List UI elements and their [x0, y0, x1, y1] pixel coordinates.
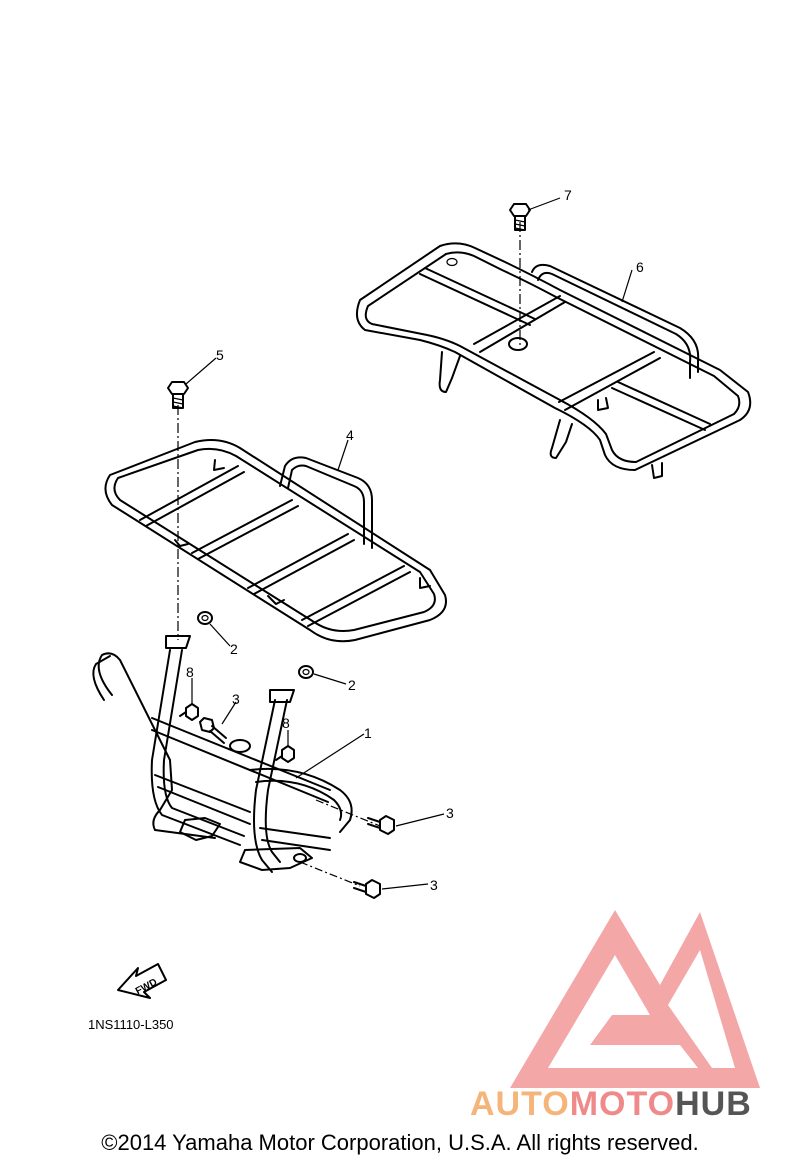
callout-1: 1 — [364, 725, 372, 741]
grommet-2a — [197, 611, 213, 625]
bolt-7 — [509, 203, 531, 231]
callout-3b: 3 — [446, 805, 454, 821]
bolt-8a — [179, 703, 199, 721]
front-carrier — [104, 405, 447, 643]
bolt-3c — [353, 879, 381, 899]
callout-2b: 2 — [348, 677, 356, 693]
callout-7: 7 — [564, 187, 572, 203]
callout-6: 6 — [636, 259, 644, 275]
callout-3c: 3 — [430, 877, 438, 893]
rear-carrier — [355, 222, 752, 479]
callout-3a: 3 — [232, 691, 240, 707]
diagram-code: 1NS1110-L350 — [88, 1017, 174, 1032]
front-guard — [92, 635, 381, 887]
callout-8a: 8 — [186, 664, 194, 680]
leader-lines — [185, 197, 633, 890]
watermark-logo — [510, 910, 760, 1088]
bolt-3b — [367, 815, 395, 835]
callout-4: 4 — [346, 427, 354, 443]
watermark-text: AUTOMOTOHUB — [470, 1085, 752, 1123]
copyright-notice: ©2014 Yamaha Motor Corporation, U.S.A. A… — [101, 1130, 699, 1155]
callout-8b: 8 — [282, 715, 290, 731]
bolt-3a — [199, 717, 227, 744]
bolt-8b — [275, 745, 295, 763]
callout-5: 5 — [216, 347, 224, 363]
grommet-2b — [298, 665, 314, 679]
callout-2a: 2 — [230, 641, 238, 657]
bolt-5 — [167, 381, 189, 409]
fwd-arrow-icon: FWD — [117, 963, 167, 999]
